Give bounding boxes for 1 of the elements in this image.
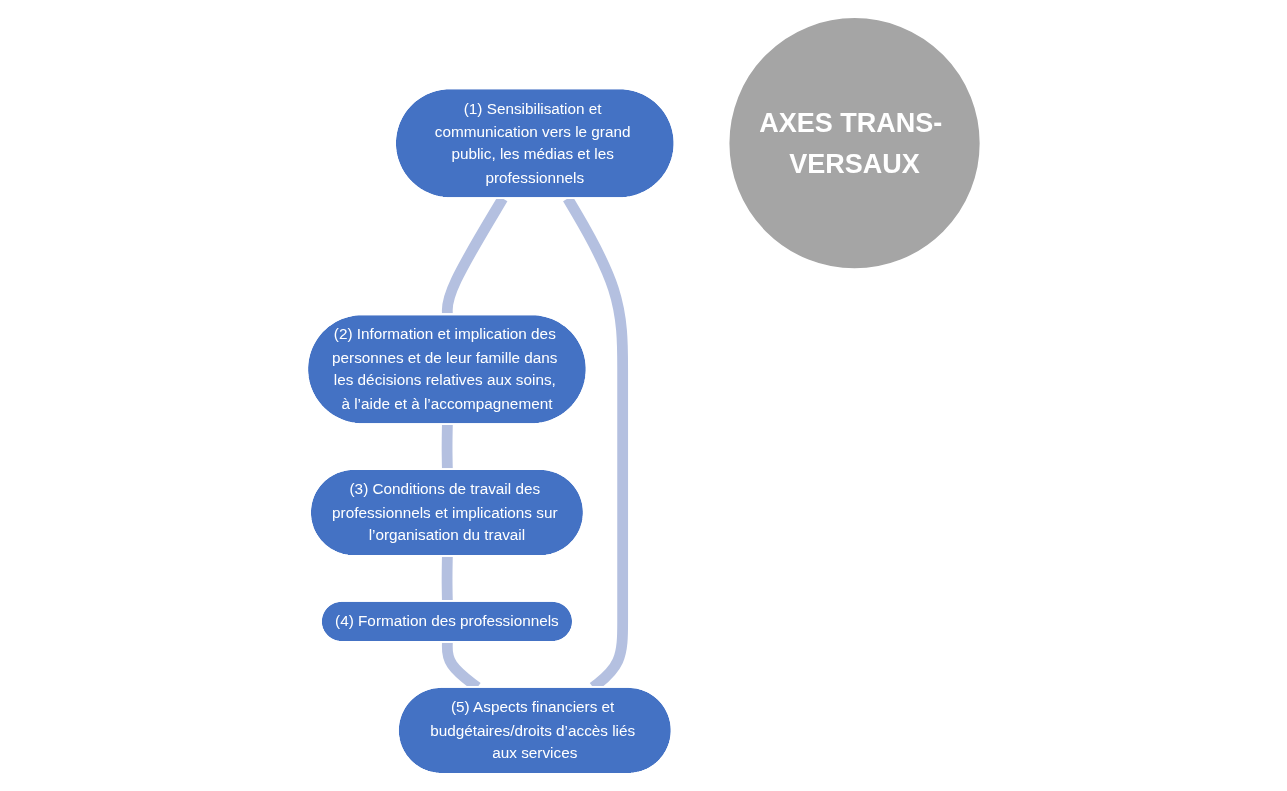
node-circle: AXES TRANS- VERSAUX	[727, 16, 982, 271]
